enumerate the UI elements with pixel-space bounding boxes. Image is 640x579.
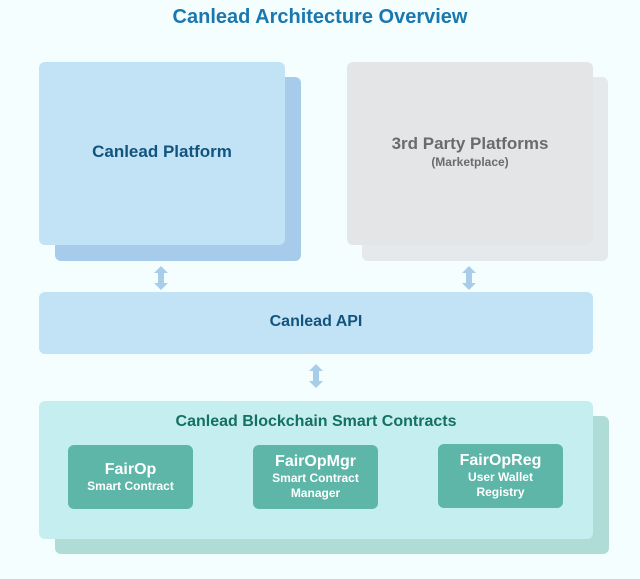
contract-description: Smart Contract Manager: [272, 471, 359, 500]
diagram-title: Canlead Architecture Overview: [172, 6, 468, 28]
canlead-platform-box: Canlead Platform: [39, 62, 285, 245]
contract-description: Smart Contract: [87, 478, 174, 493]
contract-fairopmgr: FairOpMgr Smart Contract Manager: [253, 445, 378, 509]
contract-name: FairOp: [104, 460, 157, 478]
contract-name: FairOpMgr: [275, 453, 356, 470]
canlead-platform-label: Canlead Platform: [92, 142, 232, 161]
contract-description: User Wallet Registry: [468, 470, 533, 499]
contract-fairopreg: FairOpReg User Wallet Registry: [438, 444, 563, 508]
bidirectional-arrow-icon: [309, 364, 323, 388]
blockchain-label: Canlead Blockchain Smart Contracts: [175, 413, 457, 430]
contract-name: FairOpReg: [459, 452, 542, 469]
bidirectional-arrow-icon: [154, 266, 168, 290]
third-party-sublabel: (Marketplace): [431, 155, 509, 169]
third-party-box: 3rd Party Platforms (Marketplace): [347, 62, 593, 245]
third-party-label: 3rd Party Platforms: [391, 134, 549, 153]
contract-fairop: FairOp Smart Contract: [68, 445, 193, 509]
canlead-api-box: Canlead API: [39, 292, 593, 354]
blockchain-box: Canlead Blockchain Smart Contracts FairO…: [39, 401, 593, 539]
canlead-api-label: Canlead API: [269, 313, 363, 330]
bidirectional-arrow-icon: [462, 266, 476, 290]
